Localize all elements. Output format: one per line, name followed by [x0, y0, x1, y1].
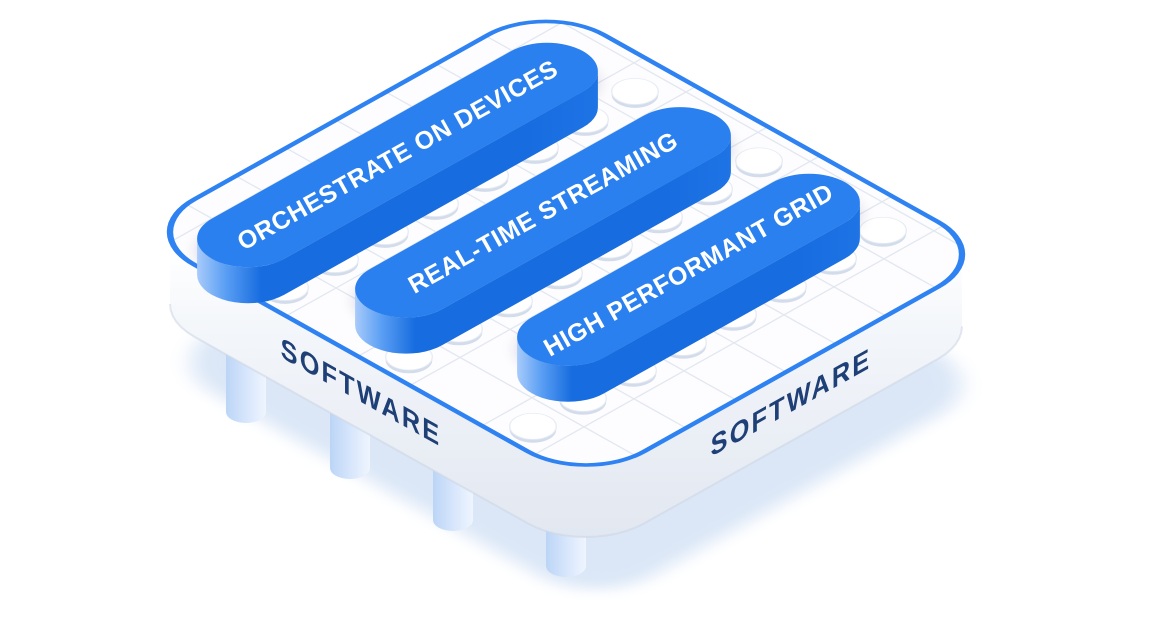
grid-line [161, 16, 573, 247]
bar-side [355, 135, 731, 354]
bar-top [517, 173, 860, 366]
grid-line [533, 224, 945, 456]
bar-top [197, 42, 598, 268]
bar-side [517, 202, 860, 402]
grid-line [535, 7, 987, 261]
board-outline [166, 19, 966, 467]
bar-top [355, 107, 731, 318]
board-wall [170, 232, 962, 537]
stud [508, 412, 558, 443]
stud [734, 147, 784, 178]
bar-side [197, 71, 598, 304]
stud [858, 216, 908, 247]
stud [610, 77, 660, 108]
board-wall-bottom-edge [169, 303, 963, 539]
